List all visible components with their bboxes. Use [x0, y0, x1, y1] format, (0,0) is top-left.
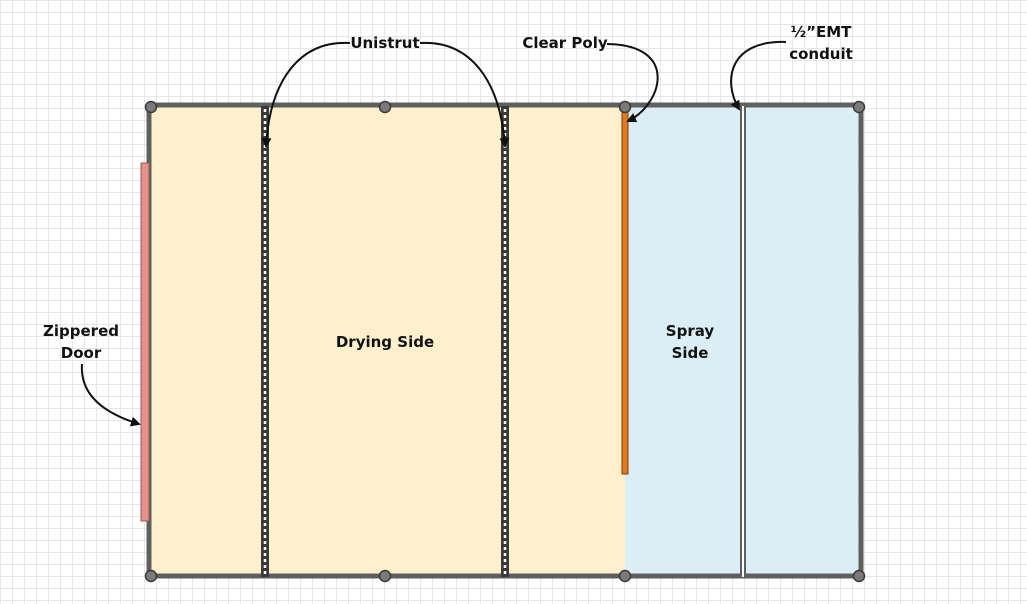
unistrut-arrow-left [261, 41, 351, 148]
zippered-door-label: Zippered Door [36, 320, 126, 364]
emt-label-line1: ½”EMT [790, 23, 852, 41]
joint-bottom-mid [378, 569, 392, 583]
joint-top-right [852, 100, 866, 114]
spray-label-line2: Side [671, 344, 709, 362]
unistrut-label: Unistrut [350, 34, 420, 52]
drying-side-label: Drying Side [335, 333, 435, 351]
joint-bottom-divider [618, 569, 632, 583]
joint-top-left [144, 100, 158, 114]
door-arrow [80, 363, 141, 427]
unistrut-2 [501, 106, 509, 577]
emt-conduit-label: ½”EMT conduit [776, 21, 866, 65]
emt-label-line2: conduit [789, 45, 853, 63]
joint-bottom-right [852, 569, 866, 583]
frame-joints [144, 100, 866, 583]
spray-label-line1: Spray [665, 322, 715, 340]
clear-poly-label: Clear Poly [522, 34, 608, 52]
zippered-door [140, 162, 150, 522]
unistrut-arrow-right [419, 41, 510, 148]
door-label-line1: Zippered [43, 322, 119, 340]
drying-side-area [148, 106, 625, 577]
joint-bottom-left [144, 569, 158, 583]
door-label-line2: Door [60, 344, 102, 362]
clear-poly-sheet [621, 107, 629, 475]
spray-side-label: Spray Side [650, 320, 730, 364]
clear-poly-arrow [606, 43, 659, 123]
emt-arrow [730, 40, 787, 111]
joint-top-divider [618, 100, 632, 114]
unistrut-1 [261, 106, 269, 577]
emt-conduit [740, 106, 746, 577]
joint-top-mid [378, 100, 392, 114]
